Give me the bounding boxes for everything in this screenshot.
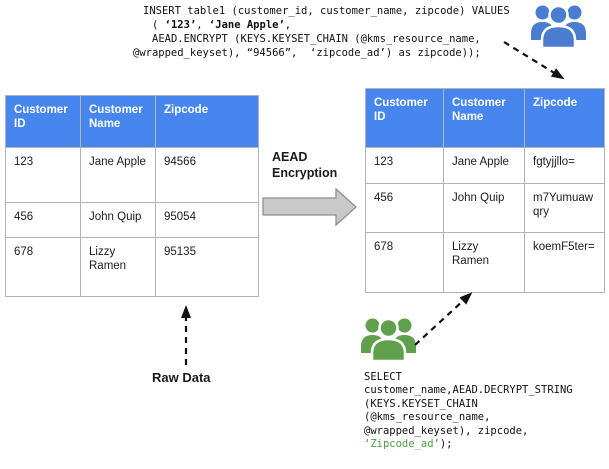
aead-encryption-label: AEAD Encryption [272,150,338,180]
raw-data-dashed-arrow [181,305,191,365]
encrypted-data-table: Customer ID Customer Name Zipcode 123 Ja… [365,88,605,293]
table-row: 123 Jane Apple 94566 [5,147,259,203]
insert-flow-dashed-arrow [503,41,565,80]
code-line: @wrapped_keyset), zipcode, [364,424,529,437]
table-cell: Jane Apple [80,147,156,203]
users-group-icon [361,317,416,361]
select-query-code: SELECT customer_name,AEAD.DECRYPT_STRING… [364,371,573,451]
table-cell: 95135 [155,237,259,297]
code-line: customer_name,AEAD.DECRYPT_STRING [364,384,573,397]
column-header: Zipcode [524,88,605,148]
column-header: Customer ID [5,95,81,148]
code-line: (@kms_resource_name, [364,411,491,424]
table-row: 678 Lizzy Ramen koemF5ter= [365,232,605,293]
column-header: Zipcode [155,95,259,148]
select-flow-dashed-arrow [414,292,473,346]
table-row: 678 Lizzy Ramen 95135 [5,237,259,297]
code-line: INSERT table1 (customer_id, customer_nam… [143,5,510,17]
table-header-row: Customer ID Customer Name Zipcode [5,95,259,148]
code-line: (KEYS.KEYSET_CHAIN [364,397,478,410]
encryption-block-arrow [262,187,357,227]
table-cell: 678 [365,232,444,293]
table-cell: fgtyjjllo= [524,147,605,184]
table-cell: 123 [365,147,444,184]
column-header: Customer Name [80,95,156,148]
insert-query-code: INSERT table1 (customer_id, customer_nam… [133,4,510,60]
raw-data-label: Raw Data [152,370,211,385]
table-cell: 95054 [155,202,259,238]
table-row: 456 John Quip 95054 [5,202,259,238]
code-line: ‘Zipcode_ad’); [364,438,453,451]
table-cell: koemF5ter= [524,232,605,293]
table-header-row: Customer ID Customer Name Zipcode [365,88,605,148]
table-row: 456 John Quip m7Yumuawqry [365,183,605,233]
code-line: ( ‘123’, ‘Jane Apple’, [152,19,292,31]
column-header: Customer ID [365,88,444,148]
table-cell: John Quip [80,202,156,238]
code-line: AEAD.ENCRYPT (KEYS.KEYSET_CHAIN (@kms_re… [152,33,481,45]
code-line: @wrapped_keyset), “94566”, ‘zipcode_ad’)… [133,47,481,59]
table-cell: 456 [5,202,81,238]
table-cell: Jane Apple [443,147,525,184]
table-cell: Lizzy Ramen [443,232,525,293]
users-group-icon [531,4,586,48]
table-cell: m7Yumuawqry [524,183,605,233]
code-line: SELECT [364,371,402,383]
table-cell: 123 [5,147,81,203]
table-row: 123 Jane Apple fgtyjjllo= [365,147,605,184]
table-cell: John Quip [443,183,525,233]
table-cell: 678 [5,237,81,297]
table-cell: 456 [365,183,444,233]
table-cell: 94566 [155,147,259,203]
raw-data-table: Customer ID Customer Name Zipcode 123 Ja… [5,95,259,297]
green-literal: ‘Zipcode_ad’ [364,438,440,451]
column-header: Customer Name [443,88,525,148]
table-cell: Lizzy Ramen [80,237,156,297]
